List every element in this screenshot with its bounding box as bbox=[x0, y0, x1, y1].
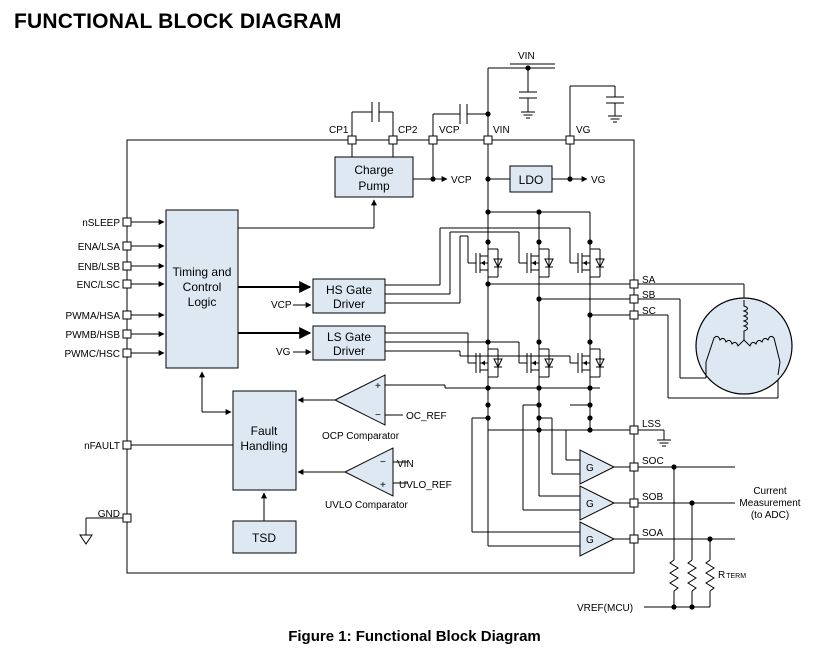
power-stage bbox=[385, 209, 630, 433]
hs-gate-driver-block bbox=[312, 278, 386, 314]
hs-driver-label-2: Driver bbox=[333, 297, 365, 311]
termination-network bbox=[638, 464, 735, 610]
ocp-comparator-label: OCP Comparator bbox=[322, 431, 400, 442]
timing-logic-label-1: Timing and bbox=[173, 265, 232, 279]
rterm-sub: TERM bbox=[726, 573, 746, 580]
sense-amplifiers bbox=[471, 387, 630, 557]
vg-in-label: VG bbox=[276, 347, 291, 358]
amp-soc-gain: G bbox=[586, 463, 594, 474]
vcp-out-label: VCP bbox=[451, 175, 472, 186]
uvlo-plus-sign: + bbox=[380, 480, 386, 491]
pin-cp1-label: CP1 bbox=[329, 125, 349, 136]
rterm-main: R bbox=[718, 570, 725, 581]
pin-pwma-label: PWMA/HSA bbox=[66, 311, 121, 322]
pin-sa-label: SA bbox=[642, 275, 656, 286]
current-measurement-label-1: Current bbox=[753, 486, 787, 497]
pin-ena-label: ENA/LSA bbox=[78, 242, 121, 253]
current-measurement-label-3: (to ADC) bbox=[751, 510, 789, 521]
ldo-label: LDO bbox=[519, 173, 544, 187]
ocp-ref-label: OC_REF bbox=[406, 411, 447, 422]
vg-out-label: VG bbox=[591, 175, 606, 186]
ocp-comparator bbox=[333, 374, 386, 426]
page-title: FUNCTIONAL BLOCK DIAGRAM bbox=[14, 10, 342, 33]
timing-logic-label-2: Control bbox=[183, 280, 222, 294]
pin-soc-label: SOC bbox=[642, 456, 664, 467]
pin-enb-label: ENB/LSB bbox=[78, 262, 121, 273]
timing-control-logic-block bbox=[165, 209, 239, 369]
pin-sb-label: SB bbox=[642, 290, 656, 301]
uvlo-comparator bbox=[343, 447, 394, 497]
charge-pump-block bbox=[334, 156, 414, 198]
pin-nfault-label: nFAULT bbox=[84, 441, 120, 452]
pin-vcp-label: VCP bbox=[439, 125, 460, 136]
charge-pump-label-1: Charge bbox=[354, 163, 394, 177]
uvlo-minus-sign: − bbox=[380, 457, 386, 468]
amp-soa-gain: G bbox=[586, 535, 594, 546]
fault-handling-label-1: Fault bbox=[251, 424, 278, 438]
pin-nsleep-label: nSLEEP bbox=[82, 218, 120, 229]
figure-caption: Figure 1: Functional Block Diagram bbox=[288, 628, 541, 645]
timing-logic-label-3: Logic bbox=[188, 295, 217, 309]
left-input-pins bbox=[122, 217, 165, 358]
ls-driver-label-1: LS Gate bbox=[327, 330, 371, 344]
pin-pwmc-label: PWMC/HSC bbox=[64, 349, 120, 360]
pin-vg-label: VG bbox=[576, 125, 591, 136]
fault-handling-block bbox=[232, 390, 297, 491]
tsd-label: TSD bbox=[252, 531, 276, 545]
ls-gate-driver-block bbox=[312, 325, 386, 361]
pin-sob-label: SOB bbox=[642, 492, 663, 503]
pin-pwmb-label: PWMB/HSB bbox=[66, 330, 121, 341]
pin-soa-label: SOA bbox=[642, 528, 663, 539]
pin-sc-label: SC bbox=[642, 306, 656, 317]
rterm-label: RTERM bbox=[718, 570, 746, 581]
pin-cp2-label: CP2 bbox=[398, 125, 418, 136]
vref-label: VREF(MCU) bbox=[577, 603, 633, 614]
tsd-block bbox=[232, 520, 297, 554]
pin-enc-label: ENC/LSC bbox=[77, 280, 120, 291]
pin-gnd-label: GND bbox=[98, 509, 120, 520]
fault-handling-label-2: Handling bbox=[240, 439, 287, 453]
vcp-in-label: VCP bbox=[271, 300, 292, 311]
uvlo-ref-label: UVLO_REF bbox=[399, 480, 452, 491]
uvlo-comparator-label: UVLO Comparator bbox=[325, 500, 408, 511]
uvlo-vin-label: VIN bbox=[397, 459, 414, 470]
ls-driver-label-2: Driver bbox=[333, 344, 365, 358]
pin-lss-label: LSS bbox=[642, 419, 661, 430]
ocp-minus-sign: − bbox=[375, 410, 381, 421]
motor-symbol bbox=[638, 283, 793, 399]
charge-pump-label-2: Pump bbox=[358, 179, 390, 193]
hs-driver-label-1: HS Gate bbox=[326, 283, 372, 297]
vin-supply-label: VIN bbox=[518, 51, 535, 62]
current-measurement-label-2: Measurement bbox=[739, 498, 800, 509]
amp-sob-gain: G bbox=[586, 499, 594, 510]
pin-vin-label: VIN bbox=[493, 125, 510, 136]
ocp-plus-sign: + bbox=[375, 381, 381, 392]
